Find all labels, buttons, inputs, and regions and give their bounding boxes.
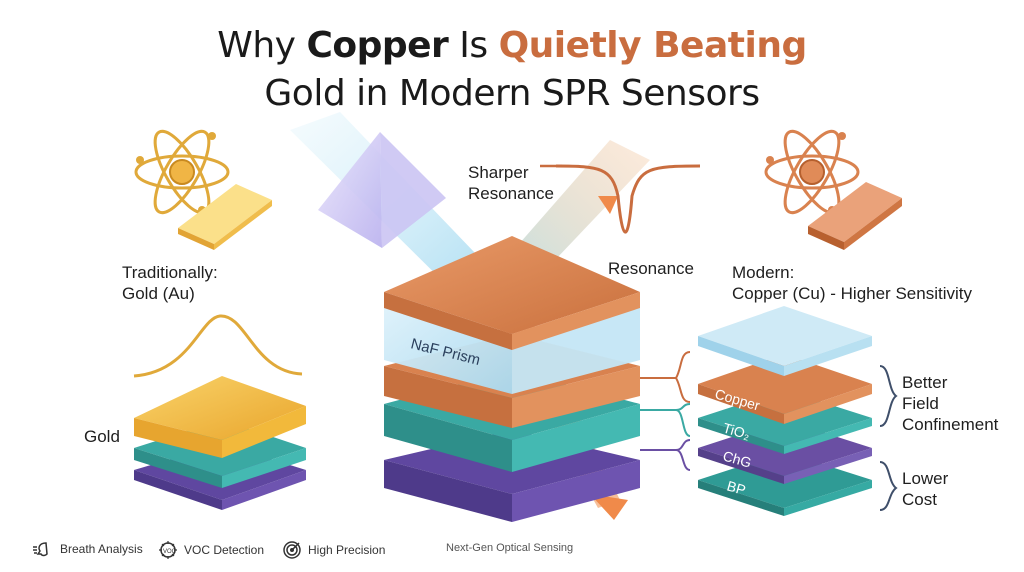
layer-label-chg: ChG	[721, 448, 753, 471]
traditional-heading: Traditionally: Gold (Au)	[122, 263, 218, 303]
page-title: Why Copper Is Quietly Beating Gold in Mo…	[0, 22, 1024, 118]
footer-item-voc: VOC VOC Detection	[158, 540, 264, 560]
target-icon	[283, 541, 301, 559]
arrow-head-up	[598, 196, 618, 214]
layer-label-bp: BP	[725, 478, 747, 499]
voc-icon: VOC	[159, 541, 177, 559]
svg-text:VOC: VOC	[163, 549, 177, 555]
gold-stack-label: Gold	[84, 427, 120, 446]
footer-item-breath: Breath Analysis	[32, 540, 143, 558]
benefit-field-confinement: Better Field Confinement	[902, 373, 999, 434]
title-line-1: Why Copper Is Quietly Beating	[217, 25, 807, 66]
breath-icon	[33, 542, 48, 557]
benefit-lower-cost: Lower Cost	[902, 469, 949, 509]
arrow-head-down	[590, 494, 628, 520]
footer-item-precision: High Precision	[282, 540, 385, 560]
footer-tagline: Next-Gen Optical Sensing	[446, 542, 574, 554]
gold-atom-icon	[134, 129, 230, 215]
exploded-layer-stack	[698, 306, 872, 516]
resonance-label: Resonance	[608, 259, 695, 278]
connector-lines	[640, 351, 898, 511]
copper-bar-icon	[808, 182, 902, 250]
sharper-resonance-label: Sharper Resonance	[468, 163, 555, 203]
gold-layer-stack	[134, 376, 306, 510]
title-line-2: Gold in Modern SPR Sensors	[264, 73, 760, 114]
modern-heading: Modern: Copper (Cu) - Higher Sensitivity	[732, 263, 972, 303]
sharp-resonance-curve	[555, 164, 701, 234]
gold-broad-resonance-curve	[133, 314, 303, 378]
prism-icon	[318, 132, 446, 248]
gold-bar-icon	[178, 184, 272, 250]
layer-label-tio2: TiO₂	[721, 420, 752, 443]
copper-sensor-stack	[384, 236, 640, 522]
